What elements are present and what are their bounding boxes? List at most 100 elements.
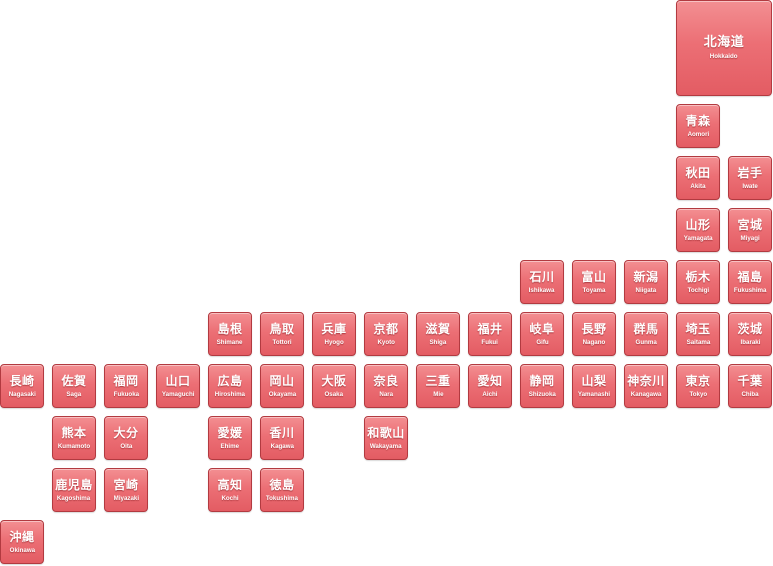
prefecture-name-jp: 大分 [113, 425, 139, 440]
prefecture-name-jp: 山梨 [581, 373, 607, 388]
prefecture-name-en: Fukui [481, 338, 499, 346]
prefecture-name-en: Miyazaki [113, 494, 139, 502]
prefecture-name-en: Tottori [272, 338, 292, 346]
prefecture-name-jp: 奈良 [373, 373, 399, 388]
prefecture-name-en: Tochigi [687, 286, 709, 294]
prefecture-name-en: Okinawa [9, 546, 35, 554]
prefecture-name-en: Ehime [220, 442, 240, 450]
prefecture-name-en: Akita [690, 182, 706, 190]
prefecture-name-jp: 大阪 [321, 373, 347, 388]
prefecture-name-en: Nara [379, 390, 393, 398]
prefecture-name-jp: 兵庫 [321, 321, 347, 336]
prefecture-name-en: Kagawa [270, 442, 294, 450]
prefecture-name-jp: 佐賀 [61, 373, 87, 388]
prefecture-tile-okinawa[interactable]: 沖縄 Okinawa [0, 520, 44, 564]
prefecture-name-jp: 熊本 [61, 425, 87, 440]
prefecture-name-en: Gifu [535, 338, 549, 346]
prefecture-tile-ehime[interactable]: 愛媛 Ehime [208, 416, 252, 460]
prefecture-tile-shimane[interactable]: 島根 Shimane [208, 312, 252, 356]
prefecture-name-jp: 岐阜 [529, 321, 555, 336]
prefecture-name-en: Oita [119, 442, 133, 450]
prefecture-name-jp: 静岡 [529, 373, 555, 388]
prefecture-name-en: Miyagi [740, 234, 760, 242]
prefecture-tile-kagoshima[interactable]: 鹿児島 Kagoshima [52, 468, 96, 512]
prefecture-name-jp: 沖縄 [9, 529, 35, 544]
prefecture-name-en: Tokyo [689, 390, 707, 398]
prefecture-name-en: Nagasaki [8, 390, 36, 398]
prefecture-tile-osaka[interactable]: 大阪 Osaka [312, 364, 356, 408]
prefecture-tile-nara[interactable]: 奈良 Nara [364, 364, 408, 408]
prefecture-tile-oita[interactable]: 大分 Oita [104, 416, 148, 460]
prefecture-name-jp: 東京 [685, 373, 711, 388]
prefecture-name-en: Kumamoto [57, 442, 91, 450]
prefecture-name-jp: 愛媛 [217, 425, 243, 440]
prefecture-name-jp: 福島 [737, 269, 763, 284]
prefecture-tile-gifu[interactable]: 岐阜 Gifu [520, 312, 564, 356]
prefecture-name-en: Yamagata [683, 234, 713, 242]
prefecture-name-en: Niigata [635, 286, 657, 294]
prefecture-tile-mie[interactable]: 三重 Mie [416, 364, 460, 408]
prefecture-name-en: Toyama [582, 286, 606, 294]
prefecture-name-en: Aichi [482, 390, 498, 398]
prefecture-tile-miyazaki[interactable]: 宮崎 Miyazaki [104, 468, 148, 512]
prefecture-tile-kumamoto[interactable]: 熊本 Kumamoto [52, 416, 96, 460]
prefecture-name-jp: 鹿児島 [55, 477, 93, 492]
prefecture-name-en: Osaka [324, 390, 344, 398]
prefecture-tile-tokyo[interactable]: 東京 Tokyo [676, 364, 720, 408]
prefecture-name-en: Saitama [686, 338, 710, 346]
prefecture-name-en: Mie [432, 390, 444, 398]
prefecture-name-en: Kanagawa [630, 390, 662, 398]
prefecture-name-jp: 京都 [373, 321, 399, 336]
prefecture-name-en: Hiroshima [214, 390, 246, 398]
prefecture-name-jp: 島根 [217, 321, 243, 336]
prefecture-name-jp: 和歌山 [367, 425, 405, 440]
prefecture-name-jp: 茨城 [737, 321, 763, 336]
prefecture-name-en: Kagoshima [57, 494, 91, 502]
prefecture-name-jp: 青森 [685, 113, 711, 128]
prefecture-name-en: Yamaguchi [161, 390, 195, 398]
prefecture-name-en: Fukuoka [113, 390, 139, 398]
prefecture-name-jp: 三重 [425, 373, 451, 388]
prefecture-tile-hiroshima[interactable]: 広島 Hiroshima [208, 364, 252, 408]
prefecture-name-en: Shimane [217, 338, 243, 346]
prefecture-name-jp: 岡山 [269, 373, 295, 388]
prefecture-name-jp: 宮崎 [113, 477, 139, 492]
prefecture-name-en: Hokkaido [710, 52, 738, 60]
prefecture-name-jp: 広島 [217, 373, 243, 388]
